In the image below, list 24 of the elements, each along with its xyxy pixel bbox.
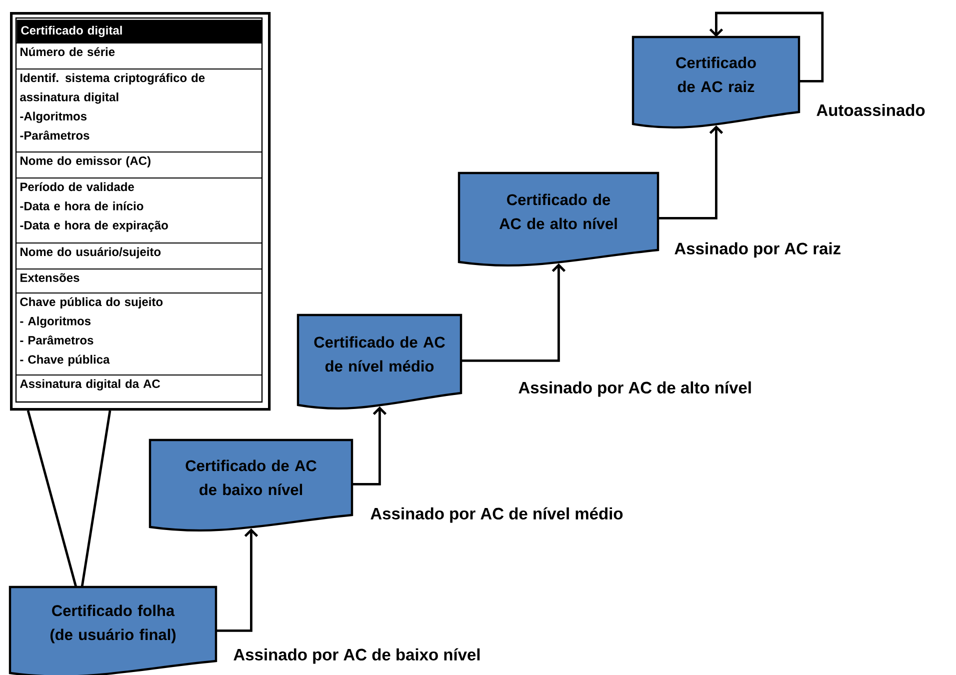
node-label: - Chave pública	[20, 354, 110, 366]
table-row: Assinatura digital da AC	[20, 379, 160, 390]
arrow	[709, 12, 824, 82]
node-label: - Algoritmos	[20, 316, 91, 328]
table-row: Chave pública do sujeito - Algoritmos - Parâmetros - Chave pública	[20, 297, 163, 366]
table-row: Extensões	[20, 273, 80, 282]
table-header: Certificado digital	[16, 20, 262, 44]
table-row: Identif. sistema criptográfico de assinatura digital -Algoritmos -Parâmetros	[20, 73, 205, 140]
arrow	[658, 125, 724, 220]
table-row: Período de validade -Data e hora de início -Data e hora de expiração	[20, 182, 168, 232]
node-label: - Parâmetros	[20, 335, 94, 345]
signature-note: Assinado por AC de alto nível	[518, 381, 751, 397]
arrow	[352, 406, 387, 486]
table-row: Nome do usuário/sujeito	[20, 247, 161, 258]
arrow	[461, 263, 566, 362]
signature-note: Assinado por AC raiz	[674, 242, 840, 258]
signature-note: Assinado por AC de nível médio	[370, 507, 623, 523]
node-label: Chave pública do sujeito	[20, 297, 163, 308]
table-row: Número de série	[20, 47, 115, 56]
arrow	[216, 528, 258, 632]
signature-note: Autoassinado	[816, 104, 925, 116]
callout-tail	[26, 409, 112, 588]
table-row: Nome do emissor (AC)	[20, 156, 150, 168]
signature-note: Assinado por AC de baixo nível	[234, 648, 480, 664]
